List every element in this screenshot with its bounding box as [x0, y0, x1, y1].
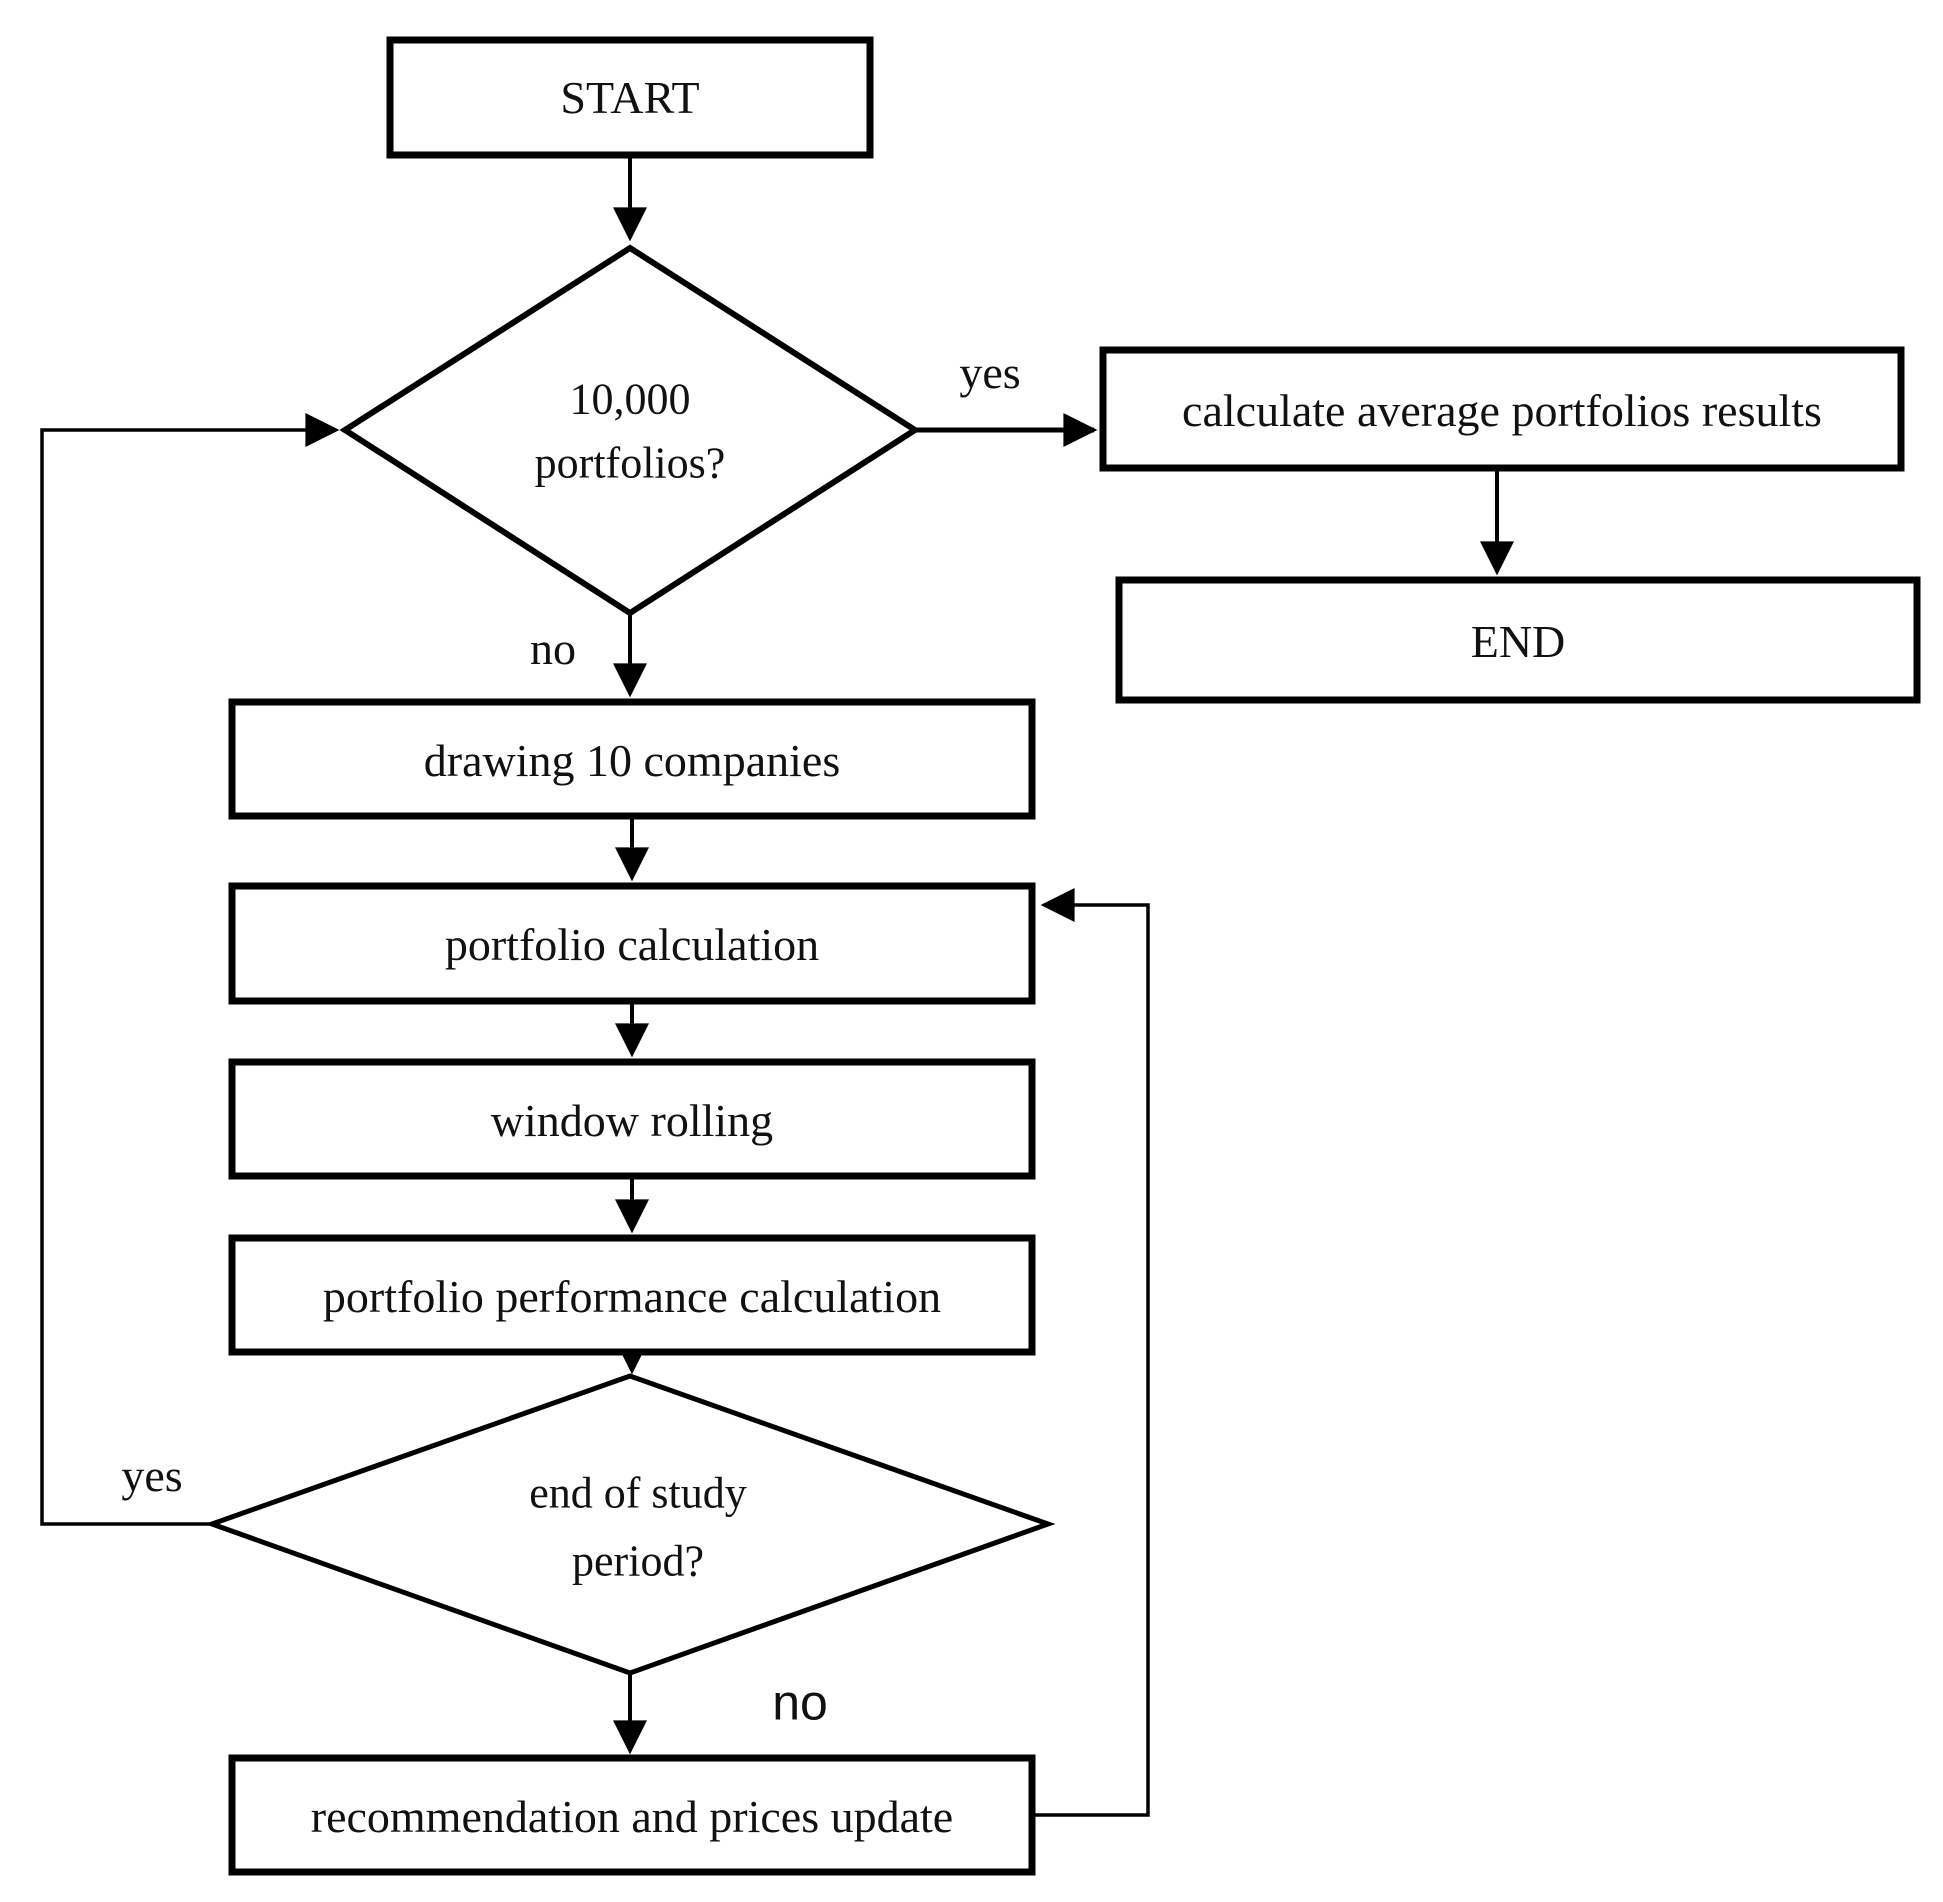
yes-left-edge-label: yes: [121, 1450, 182, 1501]
study-period-decision-diamond: [204, 1373, 1056, 1676]
end-node: [1115, 576, 1921, 704]
portfolios-decision-label-line2: portfolios?: [535, 438, 726, 487]
drawing-companies-node-label: drawing 10 companies: [424, 735, 840, 786]
drawing-companies-node: [228, 698, 1036, 820]
performance-calculation-node-label: portfolio performance calculation: [323, 1271, 941, 1322]
portfolio-calculation-node: [228, 882, 1036, 1005]
performance-calculation-node: [228, 1234, 1036, 1356]
window-rolling-node-label: window rolling: [491, 1095, 773, 1146]
yes-top-edge-label: yes: [959, 347, 1020, 398]
end-node-label: END: [1471, 616, 1566, 667]
recommendation-node: [228, 1754, 1036, 1876]
study-period-decision-label-line2: period?: [572, 1536, 704, 1585]
portfolios-decision-diamond: [339, 244, 921, 617]
no-bottom-edge-label: no: [772, 1675, 828, 1731]
calc-average-node: [1099, 346, 1905, 472]
calc-average-node-label: calculate average portfolios results: [1182, 385, 1822, 436]
loop-recommendation-to-portfolio-calc: [1034, 888, 1150, 1817]
loop-yes-back-to-portfolios-decision: [40, 413, 340, 1526]
study-period-decision-label-line1: end of study: [529, 1468, 747, 1517]
portfolio-calculation-node-label: portfolio calculation: [445, 919, 819, 970]
window-rolling-node: [228, 1058, 1036, 1180]
no-top-edge-label: no: [530, 623, 576, 674]
start-node-label: START: [560, 72, 699, 123]
portfolios-decision-label-line1: 10,000: [570, 374, 691, 423]
start-node: [386, 36, 874, 159]
recommendation-node-label: recommendation and prices update: [311, 1791, 953, 1842]
